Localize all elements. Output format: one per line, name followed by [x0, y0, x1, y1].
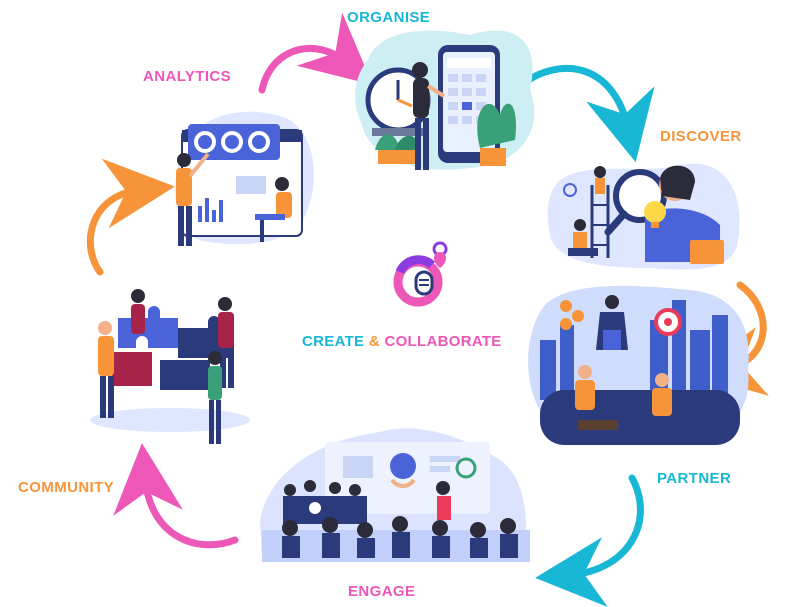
center-word-create: CREATE — [302, 333, 365, 350]
stage-label-engage: ENGAGE — [348, 583, 416, 600]
center-title: CREATE & COLLABORATE — [302, 333, 502, 350]
stage-label-community: COMMUNITY — [18, 479, 115, 496]
center-ampersand: & — [368, 333, 380, 350]
business-partners-city-illustration — [528, 285, 749, 445]
stage-label-organise: ORGANISE — [347, 9, 431, 26]
arrow-analytics-to-organise — [258, 12, 373, 94]
arrow-partner-to-engage — [535, 474, 644, 607]
location-pin-microphone-logo-icon — [393, 241, 448, 307]
stage-label-partner: PARTNER — [657, 470, 732, 487]
puzzle-team-illustration — [90, 289, 250, 444]
conference-audience-illustration — [260, 428, 530, 562]
magnifier-lightbulb-illustration — [547, 163, 740, 270]
center-word-collaborate: COLLABORATE — [384, 333, 502, 350]
person-calendar-clock-illustration — [355, 30, 535, 170]
arrow-engage-to-community — [113, 443, 239, 549]
arrow-organise-to-discover — [524, 64, 655, 163]
arrow-community-to-analytics — [86, 158, 175, 276]
dashboard-analytics-illustration — [175, 111, 314, 246]
stage-label-analytics: ANALYTICS — [143, 68, 232, 85]
stage-label-discover: DISCOVER — [660, 128, 742, 145]
